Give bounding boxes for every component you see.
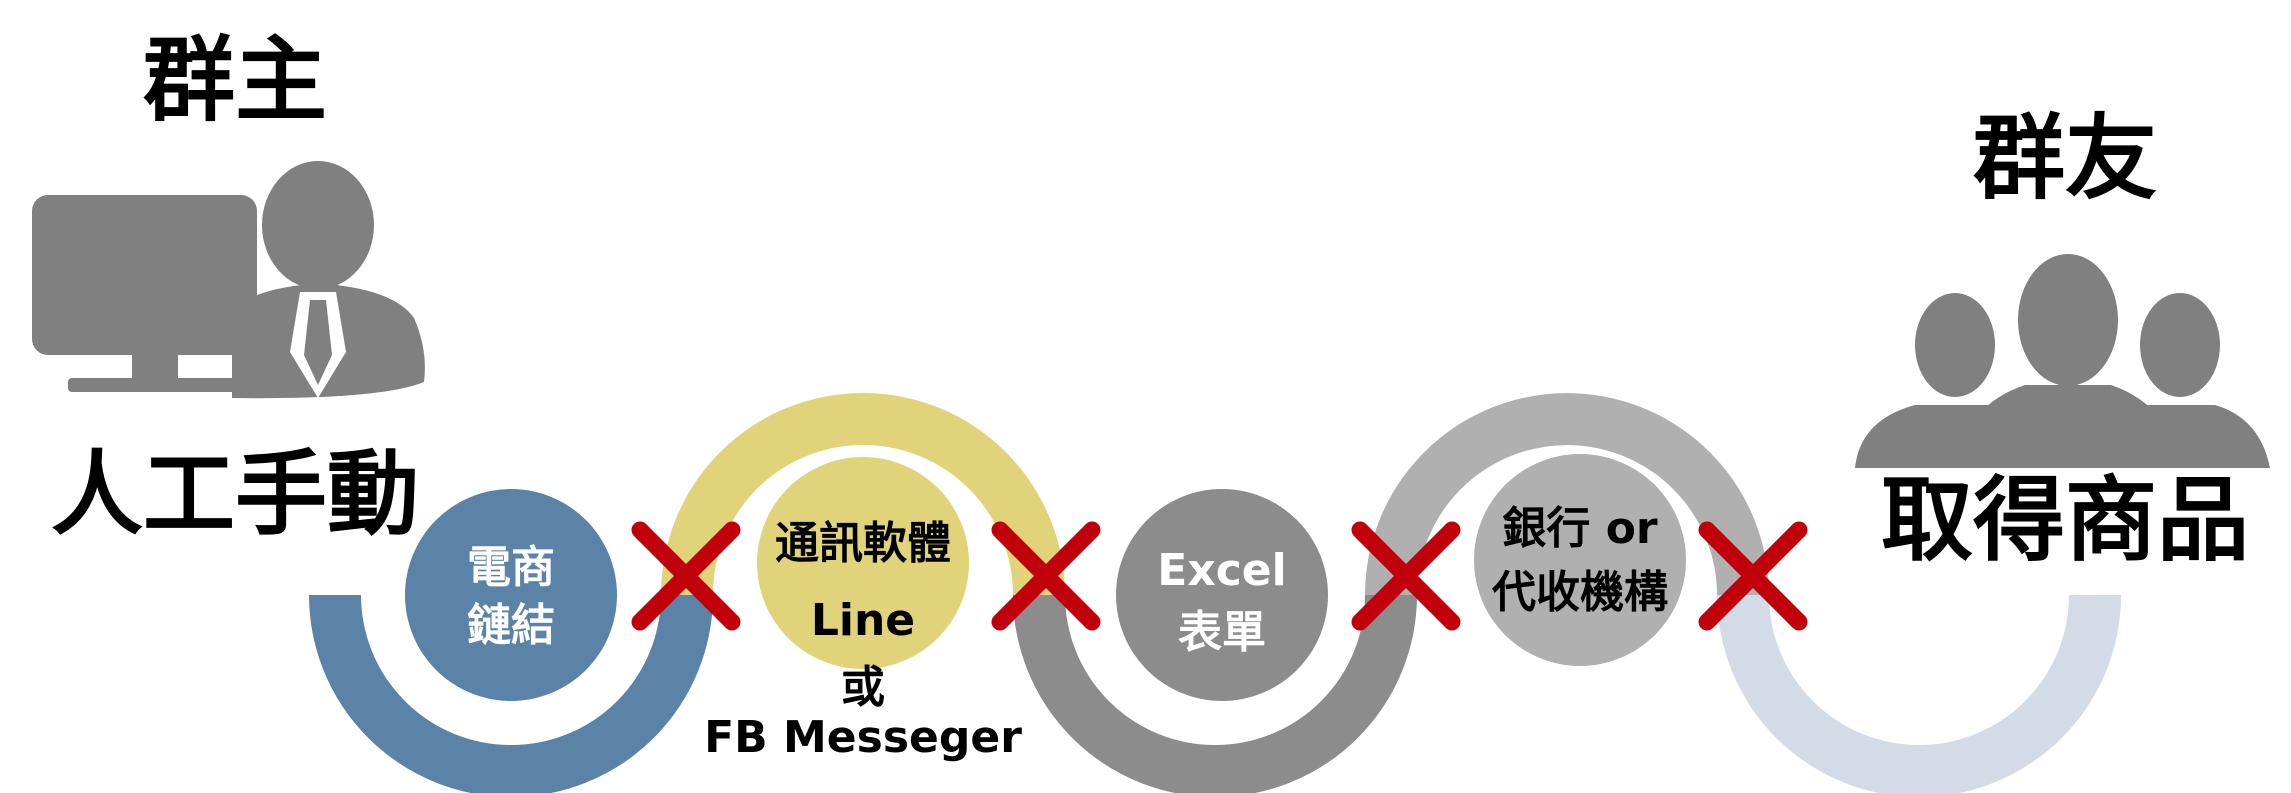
members-title: 群友 xyxy=(1973,105,2157,212)
yellow-arc xyxy=(661,393,1065,596)
step-circle xyxy=(1474,454,1686,666)
step-label-line-1: 通訊軟體 xyxy=(775,518,951,569)
pale-blue-arc xyxy=(1717,594,2121,793)
step-circle xyxy=(757,457,969,669)
owner-subtitle: 人工手動 xyxy=(51,441,419,548)
cross-icon xyxy=(991,521,1101,631)
step-label-line-2: Line xyxy=(811,595,915,646)
step-label-line-4: FB Messeger xyxy=(704,712,1022,763)
step-label-line-2: 代收機構 xyxy=(1491,567,1668,618)
step-label-line-1: Excel xyxy=(1157,545,1286,596)
step-2: 通訊軟體 Line 或 FB Messeger xyxy=(704,457,1022,763)
owner-title: 群主 xyxy=(143,27,327,134)
step-1: 電商 鏈結 xyxy=(405,489,617,701)
step-circle xyxy=(405,489,617,701)
cross-icon xyxy=(1698,521,1808,631)
person-icon xyxy=(232,161,425,399)
light-grey-arc xyxy=(1365,393,1769,596)
step-circle xyxy=(1116,489,1328,701)
cross-icon xyxy=(1351,521,1461,631)
step-label-line-2: 鏈結 xyxy=(467,600,555,651)
step-label-line-3: 或 xyxy=(841,662,885,713)
group-icon xyxy=(1855,254,2270,468)
dark-grey-arc xyxy=(1013,594,1417,793)
cross-icon xyxy=(631,521,741,631)
computer-icon xyxy=(32,195,257,392)
blue-arc xyxy=(309,594,713,793)
step-label-line-2: 表單 xyxy=(1178,607,1266,658)
step-3: Excel 表單 xyxy=(1116,489,1328,701)
step-label-line-1: 銀行 or xyxy=(1502,503,1658,554)
step-label-line-1: 電商 xyxy=(467,542,555,593)
step-4: 銀行 or 代收機構 xyxy=(1474,454,1686,666)
members-subtitle: 取得商品 xyxy=(1881,467,2249,574)
